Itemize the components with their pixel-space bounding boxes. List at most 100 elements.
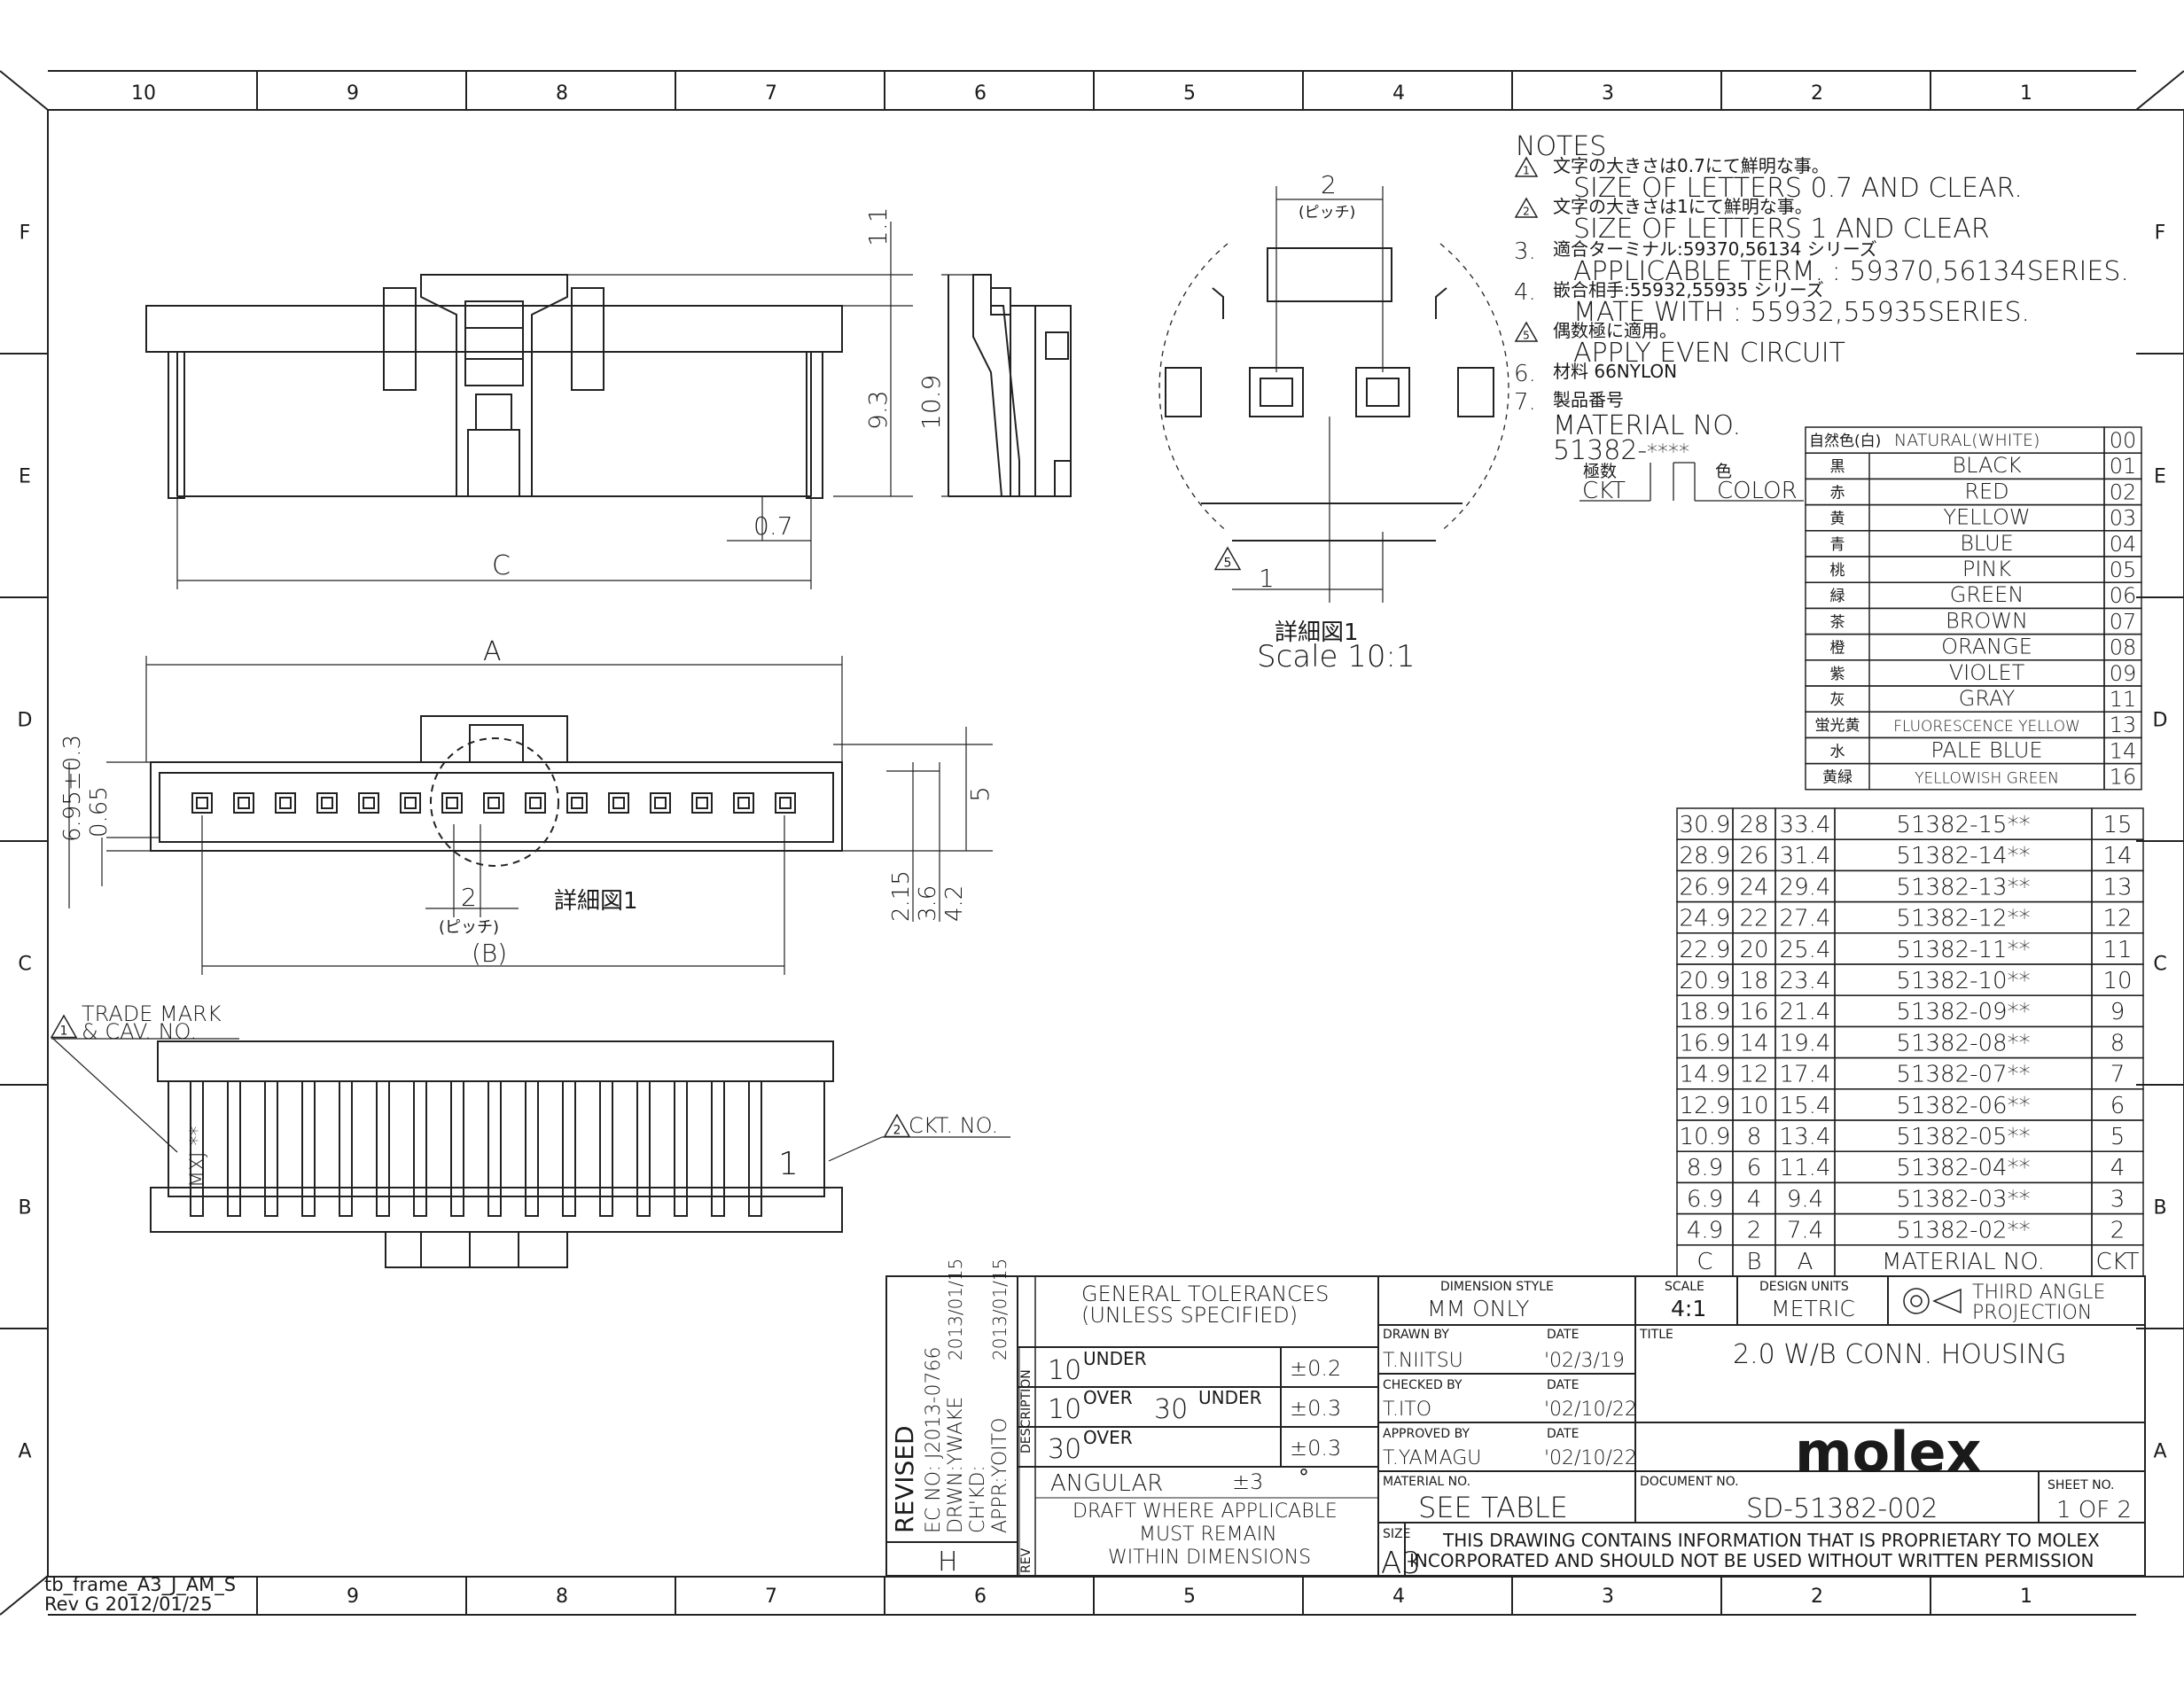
column-label-top: 10 [131, 82, 156, 105]
svg-text:'02/10/22: '02/10/22 [1544, 1399, 1637, 1421]
svg-text:DIMENSION STYLE: DIMENSION STYLE [1440, 1280, 1554, 1294]
housing-rib [674, 1081, 688, 1217]
dimension-cell-ckt: 5 [2110, 1124, 2126, 1150]
svg-text:DESIGN UNITS: DESIGN UNITS [1759, 1280, 1849, 1294]
column-label-top: 8 [556, 82, 568, 105]
row-label-right: F [2155, 222, 2166, 245]
dim-1-1-label: 1.1 [863, 207, 893, 246]
projection-symbol-circle [1903, 1288, 1930, 1314]
svg-text:T.YAMAGU: T.YAMAGU [1383, 1447, 1481, 1469]
dimension-cell-ckt: 6 [2110, 1093, 2126, 1119]
note-ref-triangle-5: 5 [1213, 546, 1242, 571]
dimension-cell-c: 14.9 [1680, 1062, 1731, 1088]
note-en: SIZE OF LETTERS 0.7 AND CLEAR. [1573, 173, 2023, 204]
color-jp: 黄 [1830, 510, 1845, 528]
svg-text:OVER: OVER [1083, 1387, 1133, 1408]
color-en: BLUE [1960, 531, 2014, 556]
svg-text:SD-51382-002: SD-51382-002 [1746, 1493, 1938, 1524]
dimension-cell-ckt: 7 [2110, 1062, 2126, 1088]
dimension-cell-ckt: 10 [2102, 968, 2132, 994]
svg-text:WITHIN DIMENSIONS: WITHIN DIMENSIONS [1108, 1547, 1311, 1569]
column-label-top: 4 [1392, 82, 1405, 105]
dimension-cell-material: 51382-08** [1896, 1030, 2030, 1056]
note-ref-triangle-1: 1 [50, 1014, 78, 1039]
column-label-bottom: 1 [2020, 1586, 2032, 1608]
color-jp: 橙 [1830, 640, 1845, 658]
housing-rib [562, 1081, 576, 1217]
row-label-right: D [2153, 710, 2168, 732]
dimension-cell-b: 12 [1739, 1062, 1768, 1088]
dimension-cell-b: 8 [1747, 1124, 1762, 1150]
svg-text:SHEET NO.: SHEET NO. [2048, 1478, 2114, 1492]
dimension-cell-material: 51382-15** [1896, 812, 2030, 838]
note-en: MATE WITH : 55932,55935SERIES. [1573, 297, 2030, 328]
svg-text:'02/10/22: '02/10/22 [1544, 1447, 1637, 1469]
pin1-mark: 1 [778, 1146, 799, 1182]
dim-0-65-label: 0.65 [86, 786, 113, 838]
column-label-bottom: 5 [1183, 1586, 1196, 1608]
dimension-cell-material: 51382-03** [1896, 1186, 2030, 1212]
color-jp: 紫 [1830, 666, 1845, 683]
svg-text:1: 1 [1523, 165, 1530, 177]
detail-pitch: (ピッチ) [1299, 204, 1355, 222]
svg-text:1: 1 [60, 1025, 68, 1039]
column-label-bottom: 4 [1392, 1586, 1405, 1608]
housing-rib [227, 1081, 241, 1217]
dimension-cell-ckt: 11 [2102, 937, 2132, 963]
dimension-cell-a: 21.4 [1780, 999, 1831, 1025]
dimension-cell-b: 24 [1739, 874, 1768, 900]
color-code: 04 [2110, 532, 2137, 557]
dimension-cell-material: 51382-12** [1896, 906, 2030, 932]
dimension-cell-ckt: 3 [2110, 1186, 2126, 1212]
color-code: 02 [2110, 479, 2137, 504]
notes-heading: NOTES [1516, 131, 1606, 162]
dimension-cell-a: 13.4 [1780, 1124, 1831, 1150]
dim-3-6-label: 3.6 [915, 885, 941, 922]
svg-text:2: 2 [1523, 206, 1530, 218]
bottom-view [150, 1040, 843, 1268]
svg-text:UNDER: UNDER [1083, 1348, 1147, 1369]
contact-cavity [316, 792, 338, 814]
color-en: NATURAL(WHITE) [1894, 431, 2040, 450]
dimension-cell-b: 6 [1747, 1155, 1762, 1181]
dimension-cell-b: 10 [1739, 1093, 1768, 1119]
svg-text:30: 30 [1154, 1394, 1188, 1425]
color-en: GRAY [1959, 686, 2016, 711]
color-code: 00 [2110, 428, 2137, 453]
svg-text:DRAFT WHERE APPLICABLE: DRAFT WHERE APPLICABLE [1072, 1500, 1338, 1523]
svg-text:DOCUMENT NO.: DOCUMENT NO. [1640, 1475, 1739, 1489]
color-code: 14 [2110, 738, 2137, 763]
color-code: 13 [2110, 713, 2137, 737]
row-label-left: A [18, 1441, 31, 1463]
svg-text:MATERIAL NO.: MATERIAL NO. [1383, 1475, 1470, 1489]
detail-pin1: 1 [1259, 564, 1275, 593]
note-en: SIZE OF LETTERS 1 AND CLEAR [1573, 214, 1990, 245]
column-label-top: 1 [2020, 82, 2032, 105]
side-view [948, 274, 1072, 497]
dimension-cell-ckt: 14 [2102, 843, 2132, 869]
dimension-cell-c: 18.9 [1680, 999, 1731, 1025]
color-code: 01 [2110, 454, 2137, 479]
dimension-cell-a: 17.4 [1780, 1062, 1831, 1088]
dimension-cell-c: 22.9 [1680, 937, 1731, 963]
row-label-left: C [18, 954, 31, 976]
color-jp: 茶 [1830, 613, 1845, 631]
dimension-cell-c: 12.9 [1680, 1093, 1731, 1119]
svg-text:DATE: DATE [1547, 1427, 1579, 1441]
housing-rib [488, 1081, 502, 1217]
svg-text:THIRD ANGLE: THIRD ANGLE [1972, 1282, 2105, 1304]
note-jp: 材料 66NYLON [1553, 361, 1677, 382]
dimension-cell-c: 8.9 [1687, 1155, 1723, 1181]
dimension-cell-material: 51382-06** [1896, 1093, 2030, 1119]
dimension-cell-a: 29.4 [1780, 874, 1831, 900]
color-jp: 緑 [1830, 588, 1845, 605]
color-code: 11 [2110, 687, 2137, 712]
